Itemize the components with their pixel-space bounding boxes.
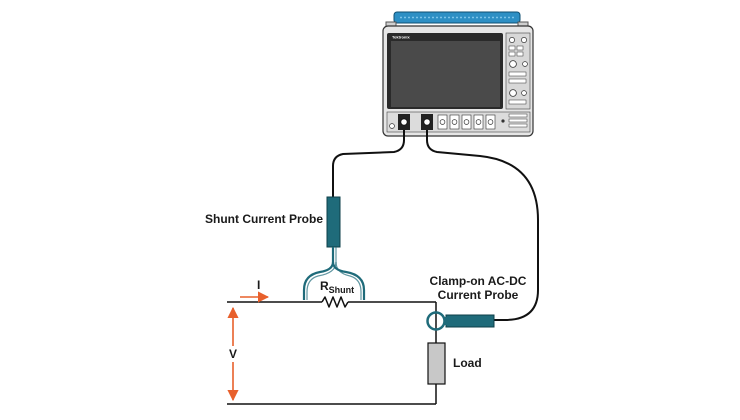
load-box — [427, 342, 446, 385]
channel-input-7[interactable] — [485, 114, 496, 130]
channel-input-2[interactable] — [421, 114, 433, 130]
channel-input-1[interactable] — [398, 114, 410, 130]
power-button[interactable] — [389, 123, 395, 129]
load-label: Load — [453, 356, 482, 370]
scope-brand-label: Tektronix — [392, 35, 410, 40]
rshunt-label: RShunt — [320, 279, 354, 295]
shunt-probe-label: Shunt Current Probe — [205, 212, 323, 226]
clamp-probe-cable — [426, 130, 539, 321]
shunt-resistor — [321, 296, 349, 308]
channel-input-4[interactable] — [449, 114, 460, 130]
clamp-current-probe — [426, 311, 495, 331]
current-label: I — [257, 278, 260, 292]
scope-screen — [391, 41, 500, 107]
channel-input-6[interactable] — [473, 114, 484, 130]
clamp-probe-label-line2: Current Probe — [438, 288, 519, 302]
channel-input-5[interactable] — [461, 114, 472, 130]
channel-input-3[interactable] — [437, 114, 448, 130]
scope-control-panel[interactable] — [505, 32, 531, 110]
voltage-label: V — [229, 347, 237, 361]
clamp-probe-label-line1: Clamp-on AC-DC — [430, 274, 527, 288]
circuit — [227, 296, 446, 405]
oscilloscope: Tektronix — [382, 11, 534, 137]
shunt-current-probe — [302, 196, 366, 300]
shunt-probe-cable — [332, 130, 405, 198]
